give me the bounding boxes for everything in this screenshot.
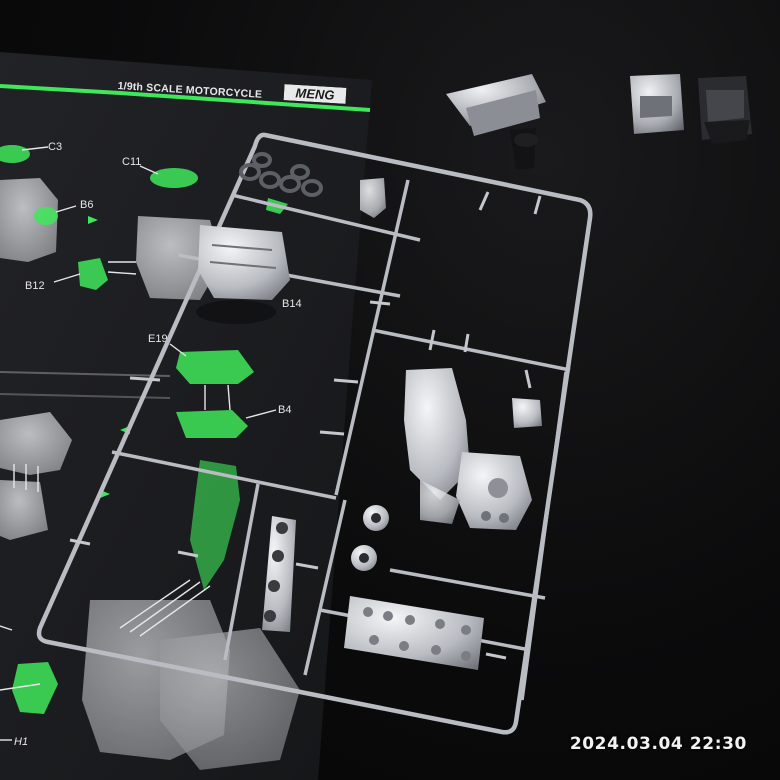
sprue-outer-runner [36,132,593,735]
engine-block-illustration [0,178,300,770]
assembled-cylinder-part [446,74,546,170]
cylinder-head-black-part [698,76,752,144]
photo-timestamp: 2024.03.04 22:30 [569,734,747,754]
part-label-c3: C3 [48,141,63,153]
logo-text: MENG [295,85,335,102]
valve-cover-part [344,596,484,670]
part-label-b4: B4 [278,404,292,416]
part-label-h1: H1 [14,736,29,748]
gear-parts [351,505,389,571]
meng-logo: MENG [283,84,347,104]
crankcase-part [404,368,532,530]
part-label-e19: E19 [148,333,168,345]
port-strip-part [262,516,296,632]
part-label-c11: C11 [122,156,142,168]
bracket-part [360,178,386,218]
cylinder-head-silver-part [630,74,684,134]
oil-pan-part [196,225,290,324]
small-cover-part [512,398,542,428]
part-label-b12: B12 [25,280,45,292]
sheet-header-line [0,84,371,112]
part-label-b6: B6 [80,199,94,211]
green-part-illustrations [0,145,288,714]
ring-parts [239,152,323,197]
part-label-b14: B14 [282,298,302,310]
